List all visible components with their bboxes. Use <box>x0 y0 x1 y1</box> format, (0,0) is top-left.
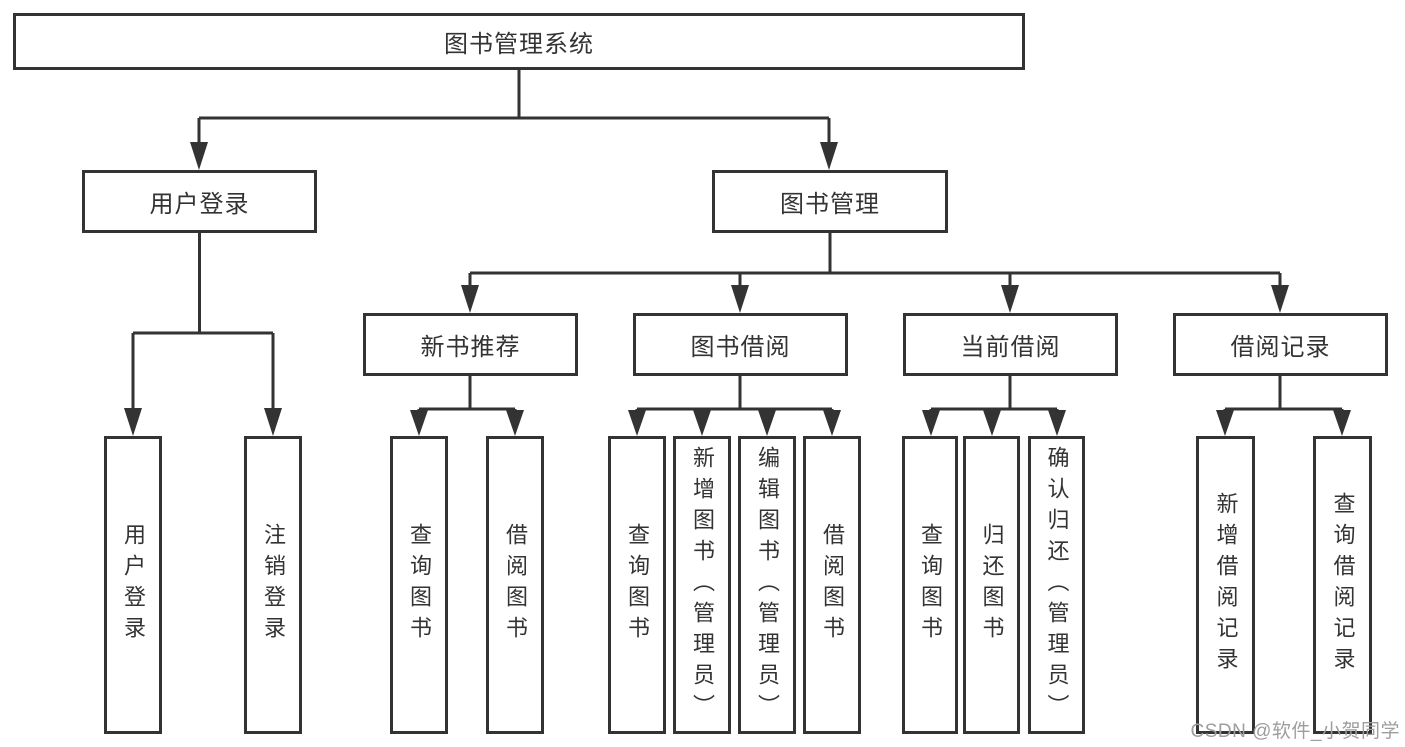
arrowhead-icon <box>983 410 1001 436</box>
leaf-recommend-query-book: 查询图书 <box>390 436 448 734</box>
arrowheads <box>124 142 1351 436</box>
arrowhead-icon <box>1048 410 1066 436</box>
watermark: CSDN @软件_小贺同学 <box>1190 721 1400 742</box>
arrowhead-icon <box>731 285 749 313</box>
leaf-recommend-borrow-book: 借阅图书 <box>486 436 544 734</box>
arrowhead-icon <box>264 408 282 436</box>
leaf-borrowing-query-book: 查询图书 <box>608 436 666 734</box>
arrowhead-icon <box>922 410 940 436</box>
node-library-management-system: 图书管理系统 <box>13 13 1025 70</box>
leaf-records-add-record: 新增借阅记录 <box>1196 436 1255 734</box>
arrowhead-icon <box>628 410 646 436</box>
arrowhead-icon <box>410 410 428 436</box>
node-borrow-records: 借阅记录 <box>1173 313 1388 376</box>
connector-book-management-to-level3 <box>468 233 1282 291</box>
connector-book-borrowing-to-leaves <box>635 376 834 418</box>
leaf-current-confirm-return-admin: 确认归还（管理员） <box>1028 436 1085 734</box>
connector-root-to-level2 <box>197 70 831 150</box>
arrowhead-icon <box>1333 410 1351 436</box>
arrowhead-icon <box>823 410 841 436</box>
arrowhead-icon <box>820 142 838 170</box>
node-new-book-recommend: 新书推荐 <box>363 313 578 376</box>
arrowhead-icon <box>1001 285 1019 313</box>
arrowhead-icon <box>506 410 524 436</box>
arrowhead-icon <box>461 285 479 313</box>
arrowhead-icon <box>1271 285 1289 313</box>
node-book-borrowing: 图书借阅 <box>633 313 848 376</box>
leaf-records-query-record: 查询借阅记录 <box>1313 436 1372 734</box>
connector-user-login-to-leaves <box>131 233 275 414</box>
leaf-current-return-book: 归还图书 <box>963 436 1020 734</box>
arrowhead-icon <box>1216 410 1234 436</box>
leaf-logout-login: 注销登录 <box>244 436 302 734</box>
leaf-borrowing-edit-book-admin: 编辑图书（管理员） <box>738 436 796 734</box>
arrowhead-icon <box>693 410 711 436</box>
arrowhead-icon <box>758 410 776 436</box>
leaf-borrowing-add-book-admin: 新增图书（管理员） <box>673 436 731 734</box>
leaf-borrowing-borrow-book: 借阅图书 <box>803 436 861 734</box>
leaf-current-query-book: 查询图书 <box>902 436 958 734</box>
arrowhead-icon <box>124 408 142 436</box>
node-user-login: 用户登录 <box>82 170 317 233</box>
node-current-borrowing: 当前借阅 <box>903 313 1118 376</box>
connector-new-book-recommend-to-leaves <box>417 376 517 418</box>
node-book-management: 图书管理 <box>712 170 948 233</box>
arrowhead-icon <box>190 142 208 170</box>
connector-borrow-records-to-leaves <box>1223 376 1344 418</box>
leaf-user-login: 用户登录 <box>104 436 162 734</box>
